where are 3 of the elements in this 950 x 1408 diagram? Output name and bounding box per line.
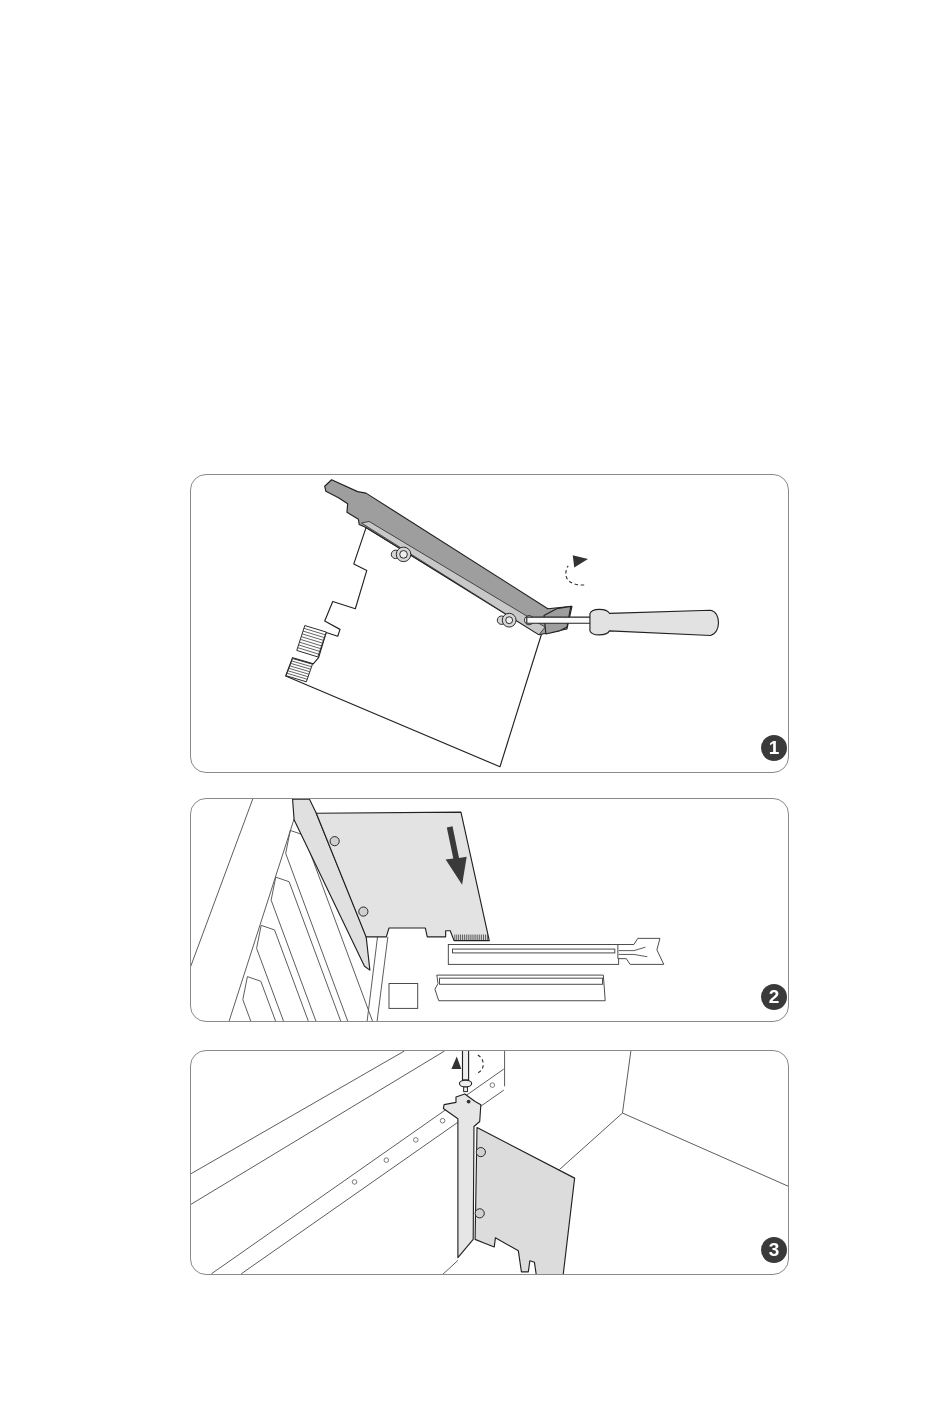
step-number-badge: 2 (761, 984, 787, 1010)
step-number-badge: 1 (761, 735, 787, 761)
step-number-badge: 3 (761, 1237, 787, 1263)
